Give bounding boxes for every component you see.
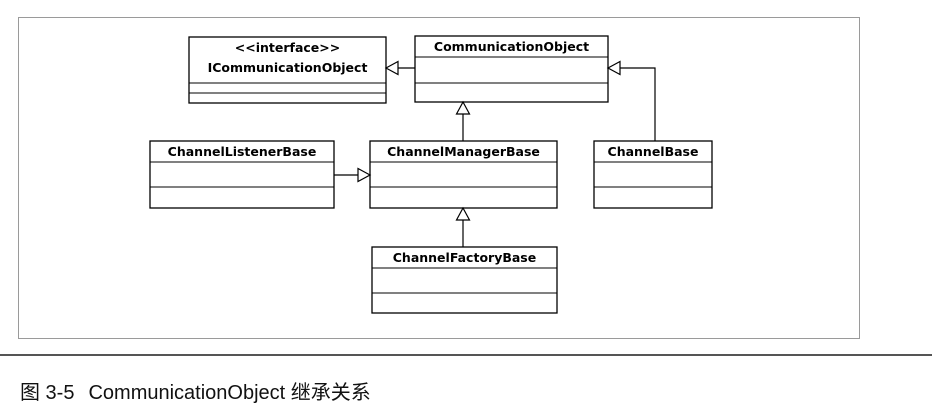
figure-number: 图 3-5 (20, 382, 75, 404)
inheritance-edge-listener (334, 167, 372, 183)
class-communicationobject: CommunicationObject (414, 35, 609, 103)
class-channelbase: ChannelBase (593, 140, 713, 209)
hollow-triangle-arrowhead (357, 167, 372, 183)
hollow-triangle-arrowhead (606, 60, 621, 76)
inheritance-edge-factory (455, 206, 471, 247)
class-channellistenerbase: ChannelListenerBase (149, 140, 335, 209)
inheritance-edge-channel (606, 60, 656, 141)
class-channelfactorybase: ChannelFactoryBase (371, 246, 558, 314)
realization-edge (384, 60, 415, 76)
caption-divider (0, 354, 932, 356)
class-name-channelbase: ChannelBase (608, 144, 699, 159)
class-icommunicationobject: <<interface>> ICommunicationObject (188, 36, 387, 104)
class-name-communicationobject: CommunicationObject (434, 39, 589, 54)
hollow-triangle-arrowhead (384, 60, 399, 76)
hollow-triangle-arrowhead (455, 206, 471, 221)
inheritance-edge-manager (455, 100, 471, 141)
figure-caption-text: CommunicationObject 继承关系 (88, 382, 371, 404)
interface-stereotype: <<interface>> (235, 40, 340, 55)
uml-class-diagram: <<interface>> ICommunicationObject Commu… (149, 35, 713, 314)
figure-caption: 图 3-5 CommunicationObject 继承关系 (20, 376, 371, 405)
hollow-triangle-arrowhead (455, 100, 471, 115)
class-name-channelmanagerbase: ChannelManagerBase (387, 144, 540, 159)
class-name-channellistenerbase: ChannelListenerBase (168, 144, 317, 159)
class-name-channelfactorybase: ChannelFactoryBase (393, 250, 536, 265)
class-name-icommunicationobject: ICommunicationObject (208, 60, 368, 75)
class-channelmanagerbase: ChannelManagerBase (369, 140, 558, 209)
